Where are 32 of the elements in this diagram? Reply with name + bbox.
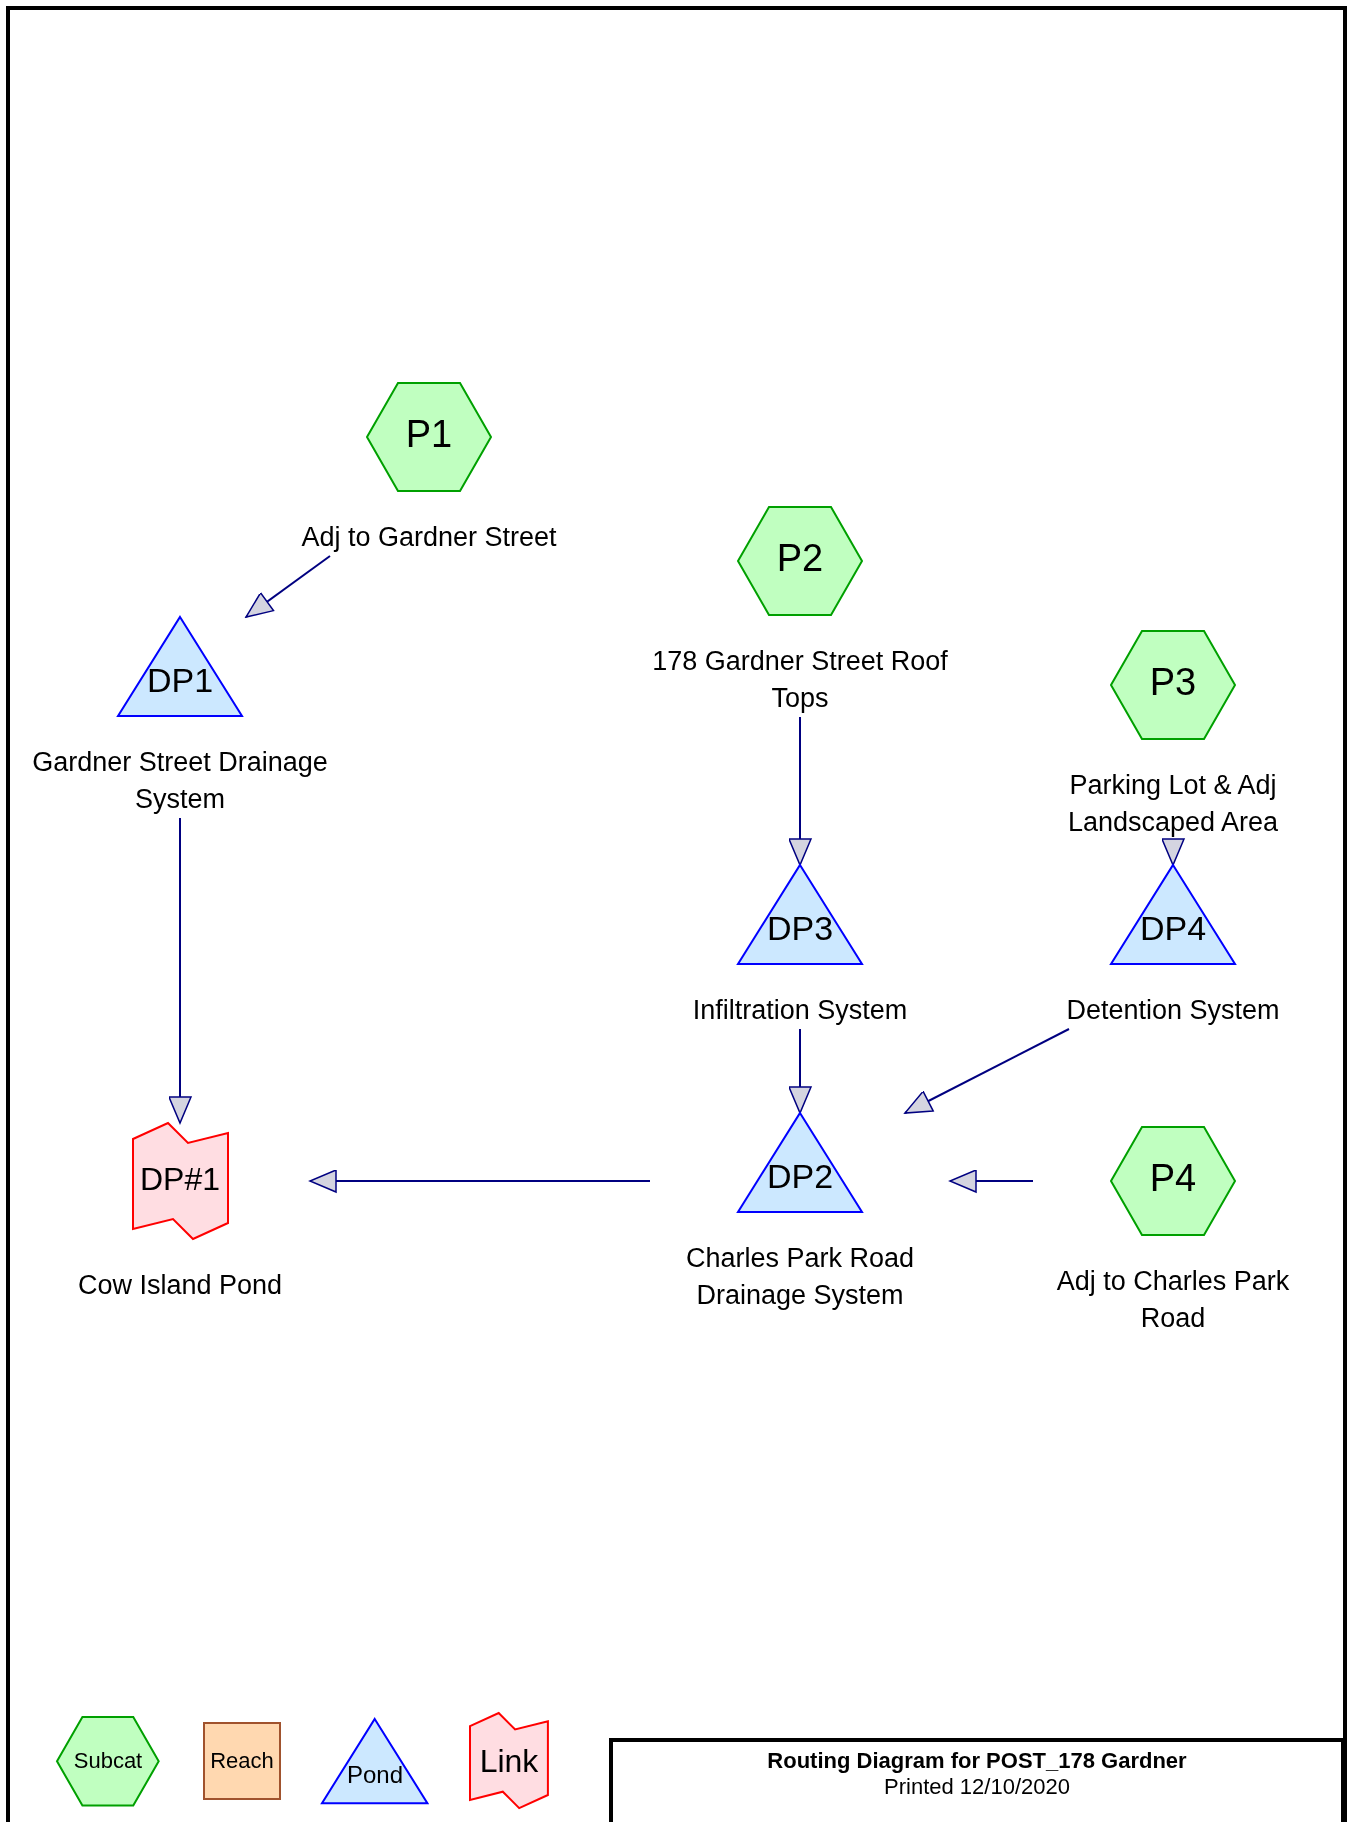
node-label: Parking Lot & Adj Landscaped Area (1066, 769, 1280, 839)
node-id: P1 (404, 413, 454, 456)
flow-arrow (168, 817, 192, 1124)
node-label: 178 Gardner Street Roof Tops (651, 645, 949, 715)
node-label: Infiltration System (691, 994, 909, 1027)
flow-arrow (788, 1028, 812, 1114)
node-id: DP1 (145, 661, 215, 700)
node-label: Charles Park Road Drainage System (684, 1242, 916, 1312)
node-id: DP#1 (138, 1161, 221, 1198)
node-label: Adj to Gardner Street (300, 521, 558, 554)
node-id: P4 (1148, 1157, 1198, 1200)
node-id: DP2 (765, 1157, 835, 1196)
flow-arrow (1161, 838, 1185, 866)
node-label: Detention System (1065, 994, 1281, 1027)
legend-label: Reach (209, 1748, 275, 1775)
node-id: DP4 (1138, 909, 1208, 948)
flow-arrow (245, 555, 331, 618)
legend-label: Pond (345, 1761, 404, 1789)
flow-arrow (904, 1028, 1070, 1114)
node-id: P3 (1148, 661, 1198, 704)
flow-arrow (788, 716, 812, 866)
flow-arrow (309, 1169, 651, 1193)
node-label: Gardner Street Drainage System (31, 746, 329, 816)
node-label: Cow Island Pond (76, 1269, 284, 1302)
legend-label: Subcat (72, 1748, 144, 1775)
diagram-title: Routing Diagram for POST_178 Gardner (766, 1748, 1188, 1774)
node-label: Adj to Charles Park Road (1055, 1265, 1291, 1335)
node-id: P2 (775, 537, 825, 580)
node-id: DP3 (765, 909, 835, 948)
print-info: Printed 12/10/2020 (883, 1774, 1071, 1800)
legend-label: Link (478, 1742, 540, 1780)
flow-arrow (949, 1169, 1034, 1193)
